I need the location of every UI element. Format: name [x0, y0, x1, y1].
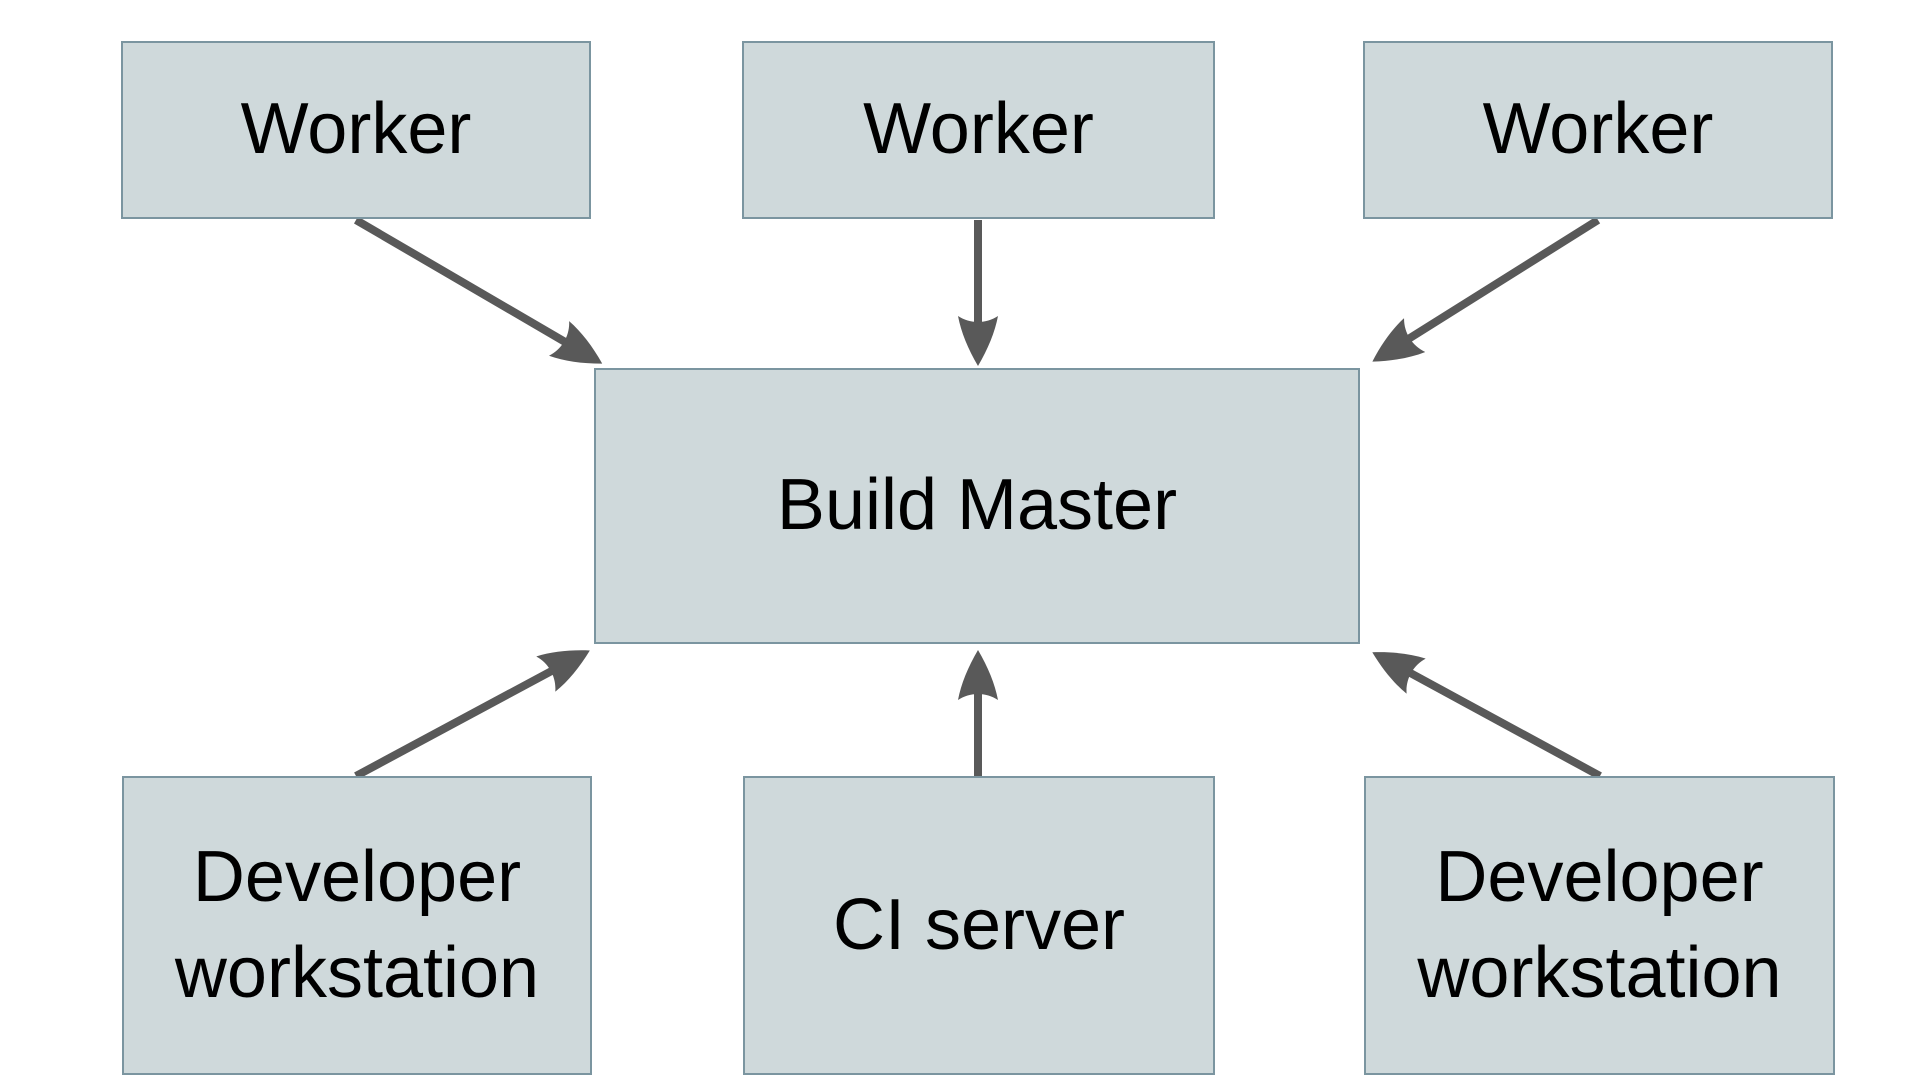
- node-worker-1-label: Worker: [240, 89, 472, 170]
- node-ci-server: CI server: [743, 776, 1215, 1075]
- node-build-master: Build Master: [594, 368, 1360, 644]
- node-worker-3-label: Worker: [1482, 89, 1714, 170]
- edge-worker1-buildmaster: [353, 216, 603, 364]
- edge-devworkstation-left-buildmaster: [354, 650, 590, 780]
- node-developer-workstation-right: Developer workstation: [1364, 776, 1835, 1075]
- node-developer-workstation-right-label: Developer workstation: [1417, 837, 1782, 1013]
- edge-worker3-buildmaster: [1372, 216, 1601, 362]
- node-build-master-label: Build Master: [776, 465, 1178, 546]
- node-developer-workstation-left: Developer workstation: [122, 776, 592, 1075]
- node-worker-2-label: Worker: [863, 89, 1094, 170]
- node-worker-3: Worker: [1363, 41, 1833, 219]
- edge-devworkstation-right-buildmaster: [1372, 652, 1602, 780]
- node-worker-1: Worker: [121, 41, 591, 219]
- node-ci-server-label: CI server: [832, 884, 1126, 965]
- node-worker-2: Worker: [742, 41, 1215, 219]
- node-developer-workstation-left-label: Developer workstation: [174, 837, 540, 1013]
